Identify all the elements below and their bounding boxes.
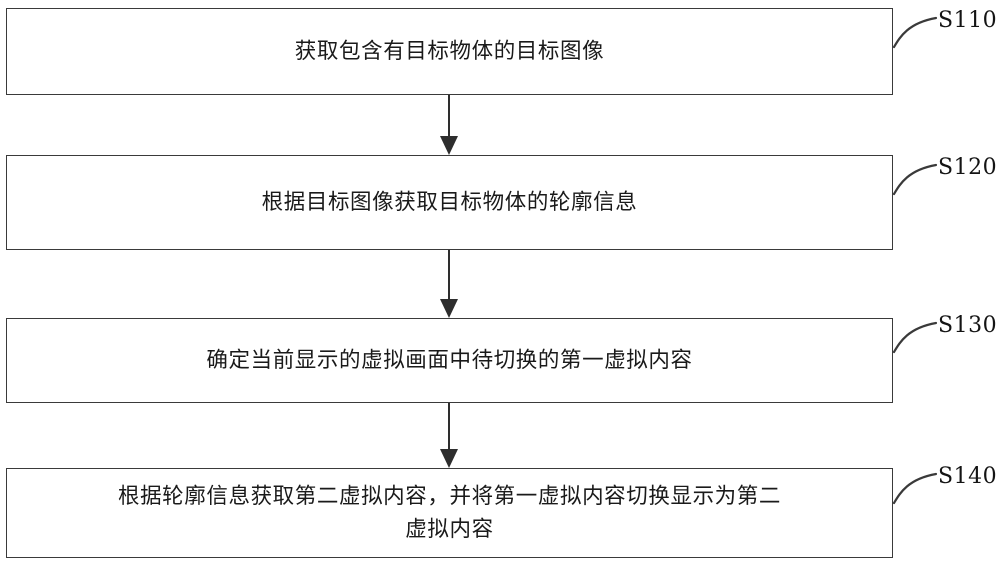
arrow-line [447,403,451,449]
leader-line-s120 [892,162,938,196]
flow-step-box-s120: 根据目标图像获取目标物体的轮廓信息 [6,155,893,250]
arrow-head-icon [440,299,458,318]
leader-line-s110 [892,15,938,49]
leader-line-s130 [892,320,938,354]
step-label-s110: S110 [938,8,998,33]
step-label-s120: S120 [938,155,998,180]
flow-step-text-s130: 确定当前显示的虚拟画面中待切换的第一虚拟内容 [206,347,693,373]
leader-line-s140 [892,471,938,505]
flow-step-box-s130: 确定当前显示的虚拟画面中待切换的第一虚拟内容 [6,318,893,403]
arrow-line [447,95,451,136]
flow-step-text-s110: 获取包含有目标物体的目标图像 [294,38,605,64]
flow-step-box-s140: 根据轮廓信息获取第二虚拟内容，并将第一虚拟内容切换显示为第二 虚拟内容 [6,468,893,558]
arrow-head-icon [440,449,458,468]
step-label-s140: S140 [938,464,998,489]
flow-step-text-s120: 根据目标图像获取目标物体的轮廓信息 [261,189,638,215]
arrow-head-icon [440,136,458,155]
flow-step-box-s110: 获取包含有目标物体的目标图像 [6,8,893,95]
step-label-s130: S130 [938,313,998,338]
flow-step-text-s140: 根据轮廓信息获取第二虚拟内容，并将第一虚拟内容切换显示为第二 虚拟内容 [117,483,781,542]
arrow-line [447,250,451,299]
